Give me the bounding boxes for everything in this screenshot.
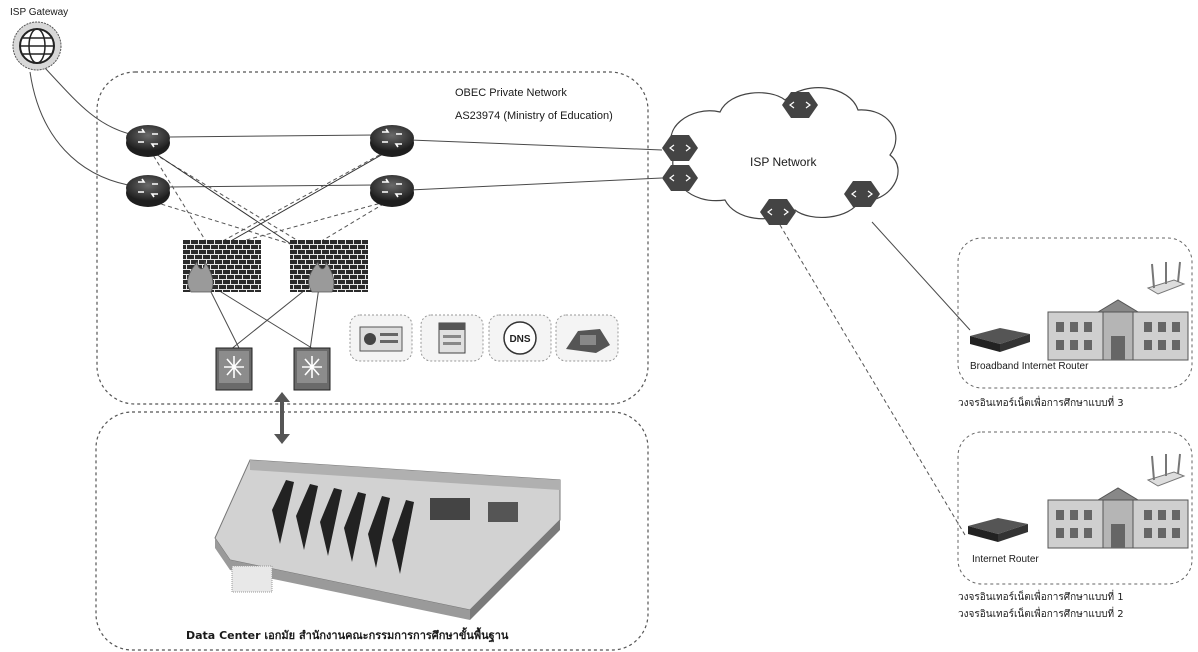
server-icon-row: DNS: [349, 314, 619, 362]
cloud-router-icon: [760, 199, 796, 225]
school-site-1-2-boundary: [957, 431, 1193, 585]
router-icon: [126, 125, 170, 157]
link-gateway-router-2: [29, 71, 129, 186]
wifi-router-icon: [1146, 453, 1186, 487]
circuit-type-2-label: วงจรอินเทอร์เน็ตเพื่อการศึกษาแบบที่ 2: [958, 609, 1124, 620]
document-icon: [420, 314, 484, 362]
wifi-router-icon: [1146, 261, 1186, 295]
obec-network-boundary: [96, 71, 649, 405]
link-r2-r4: [169, 184, 376, 188]
double-arrow-icon: [274, 392, 290, 444]
cloud-router-icon: [844, 181, 880, 207]
school-building-icon: [1047, 299, 1189, 361]
dns-icon: DNS: [488, 314, 552, 362]
router-icon: [126, 175, 170, 207]
cloud-router-icon: [662, 165, 698, 191]
router-icon: [370, 175, 414, 207]
link-r1-r3: [169, 134, 376, 138]
id-card-icon: [349, 314, 413, 362]
connection-lines: [29, 67, 971, 351]
link-isp-internet-router: [779, 224, 966, 536]
school-building-icon: [1047, 487, 1189, 549]
data-center-boundary: [95, 411, 649, 651]
broadband-router-icon: [970, 328, 1030, 352]
link-gateway-router-1: [44, 67, 131, 135]
school-site-3-boundary: [957, 237, 1193, 389]
internet-router-label: Internet Router: [972, 554, 1039, 565]
router-icon: [370, 125, 414, 157]
obec-network-label: OBEC Private Network: [455, 87, 567, 99]
broadband-router-label: Broadband Internet Router: [970, 361, 1089, 372]
isp-gateway-label: ISP Gateway: [10, 7, 69, 18]
switch-icon: [215, 347, 253, 391]
switch-icon: [293, 347, 331, 391]
link-r4-isp: [409, 177, 663, 191]
circuit-type-3-label: วงจรอินเทอร์เน็ตเพื่อการศึกษาแบบที่ 3: [958, 398, 1124, 409]
link-r3-isp: [409, 139, 663, 151]
isp-network-cloud: [662, 87, 899, 225]
cloud-router-icon: [782, 92, 818, 118]
isp-network-label: ISP Network: [750, 155, 817, 169]
as-number-label: AS23974 (Ministry of Education): [455, 110, 613, 122]
data-center-label: Data Center เอกมัย สำนักงานคณะกรรมการการ…: [186, 629, 509, 642]
circuit-type-1-label: วงจรอินเทอร์เน็ตเพื่อการศึกษาแบบที่ 1: [958, 592, 1124, 603]
dns-label: DNS: [509, 334, 530, 345]
globe-icon: [12, 21, 62, 71]
server-stack-icon: [555, 314, 619, 362]
cloud-router-icon: [662, 135, 698, 161]
link-isp-broadband: [871, 221, 971, 331]
data-center-illustration: [214, 459, 561, 620]
firewall-icon: [183, 240, 261, 293]
internet-router-icon: [968, 518, 1028, 542]
firewall-icon: [290, 240, 368, 293]
